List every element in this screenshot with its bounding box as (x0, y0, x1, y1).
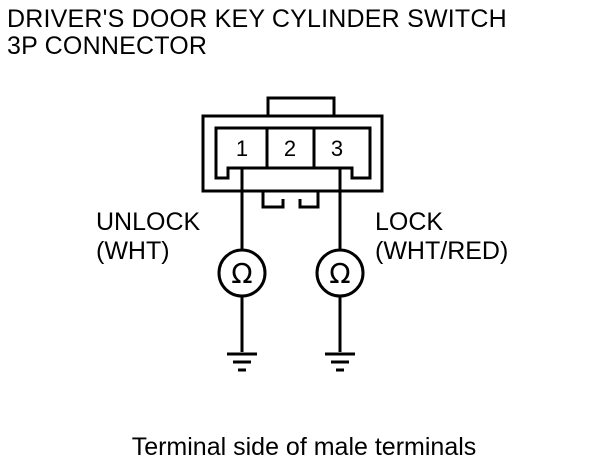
diagram-subtitle: 3P CONNECTOR (7, 32, 208, 60)
unlock-wire-color: (WHT) (96, 237, 170, 265)
connector-cavity (214, 126, 372, 180)
diagram-caption: Terminal side of male terminals (131, 433, 477, 461)
connector-housing (201, 114, 384, 193)
ground-icon (227, 352, 257, 372)
pin-number-1: 1 (236, 136, 248, 161)
connector-key-left (261, 191, 285, 209)
pin-number-2: 2 (284, 136, 296, 161)
ohmmeter-icon (217, 248, 267, 298)
ground-icon (325, 352, 355, 372)
connector-lock-tab (266, 96, 336, 118)
ohm-symbol-unlock: Ω (231, 257, 252, 290)
lock-label: LOCK (375, 208, 444, 236)
unlock-label: UNLOCK (96, 208, 201, 236)
connector-key-right (298, 191, 320, 209)
ohm-symbol-lock: Ω (329, 257, 350, 290)
pin-number-3: 3 (331, 136, 343, 161)
lock-wire-color: (WHT/RED) (375, 237, 509, 265)
ohmmeter-icon (315, 248, 365, 298)
diagram-title: DRIVER'S DOOR KEY CYLINDER SWITCH (7, 5, 507, 33)
